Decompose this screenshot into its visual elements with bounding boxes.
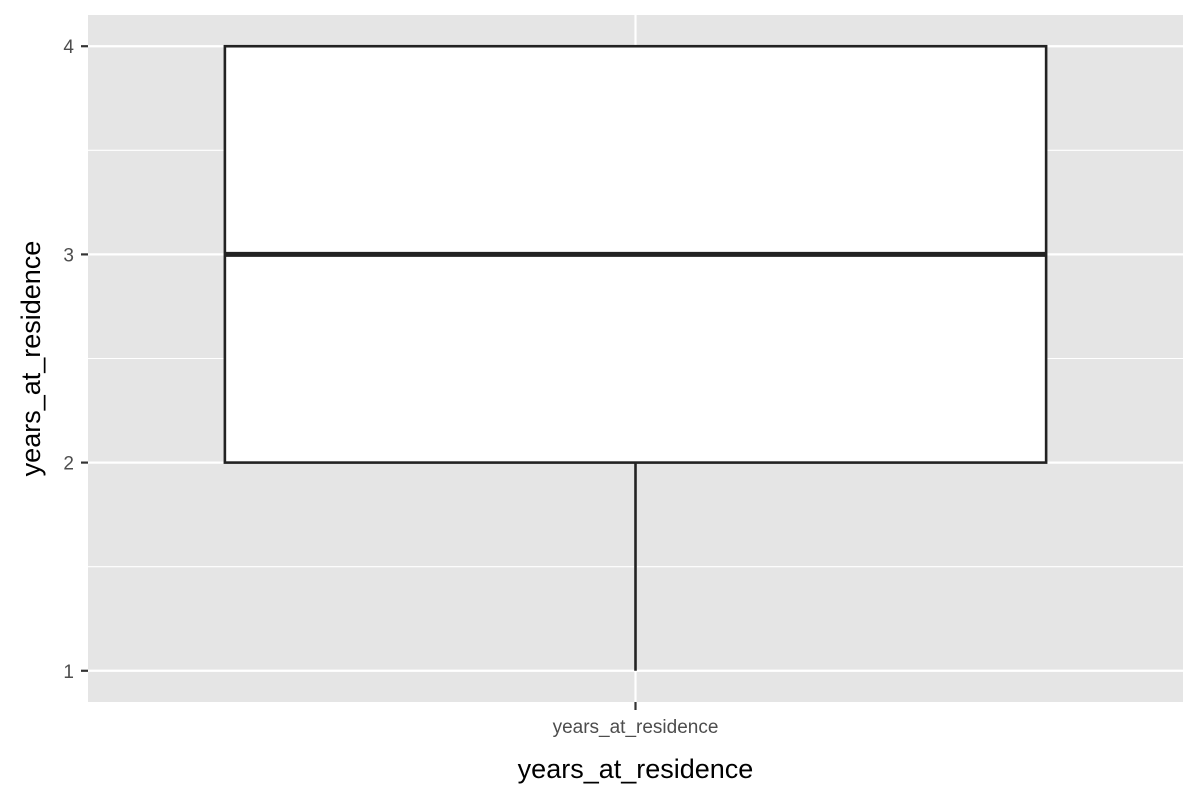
y-tick-label: 1 — [63, 662, 74, 683]
y-tick-label: 3 — [63, 245, 74, 266]
x-axis-title: years_at_residence — [518, 754, 754, 784]
x-axis: years_at_residence — [553, 702, 719, 738]
y-tick-label: 4 — [63, 37, 74, 58]
y-tick-label: 2 — [63, 454, 74, 475]
box-layer — [223, 44, 1048, 671]
y-axis: 1 2 3 4 — [63, 37, 88, 683]
x-tick-label: years_at_residence — [553, 717, 719, 738]
box-years_at_residence — [223, 44, 1048, 671]
y-axis-title: years_at_residence — [16, 241, 46, 477]
